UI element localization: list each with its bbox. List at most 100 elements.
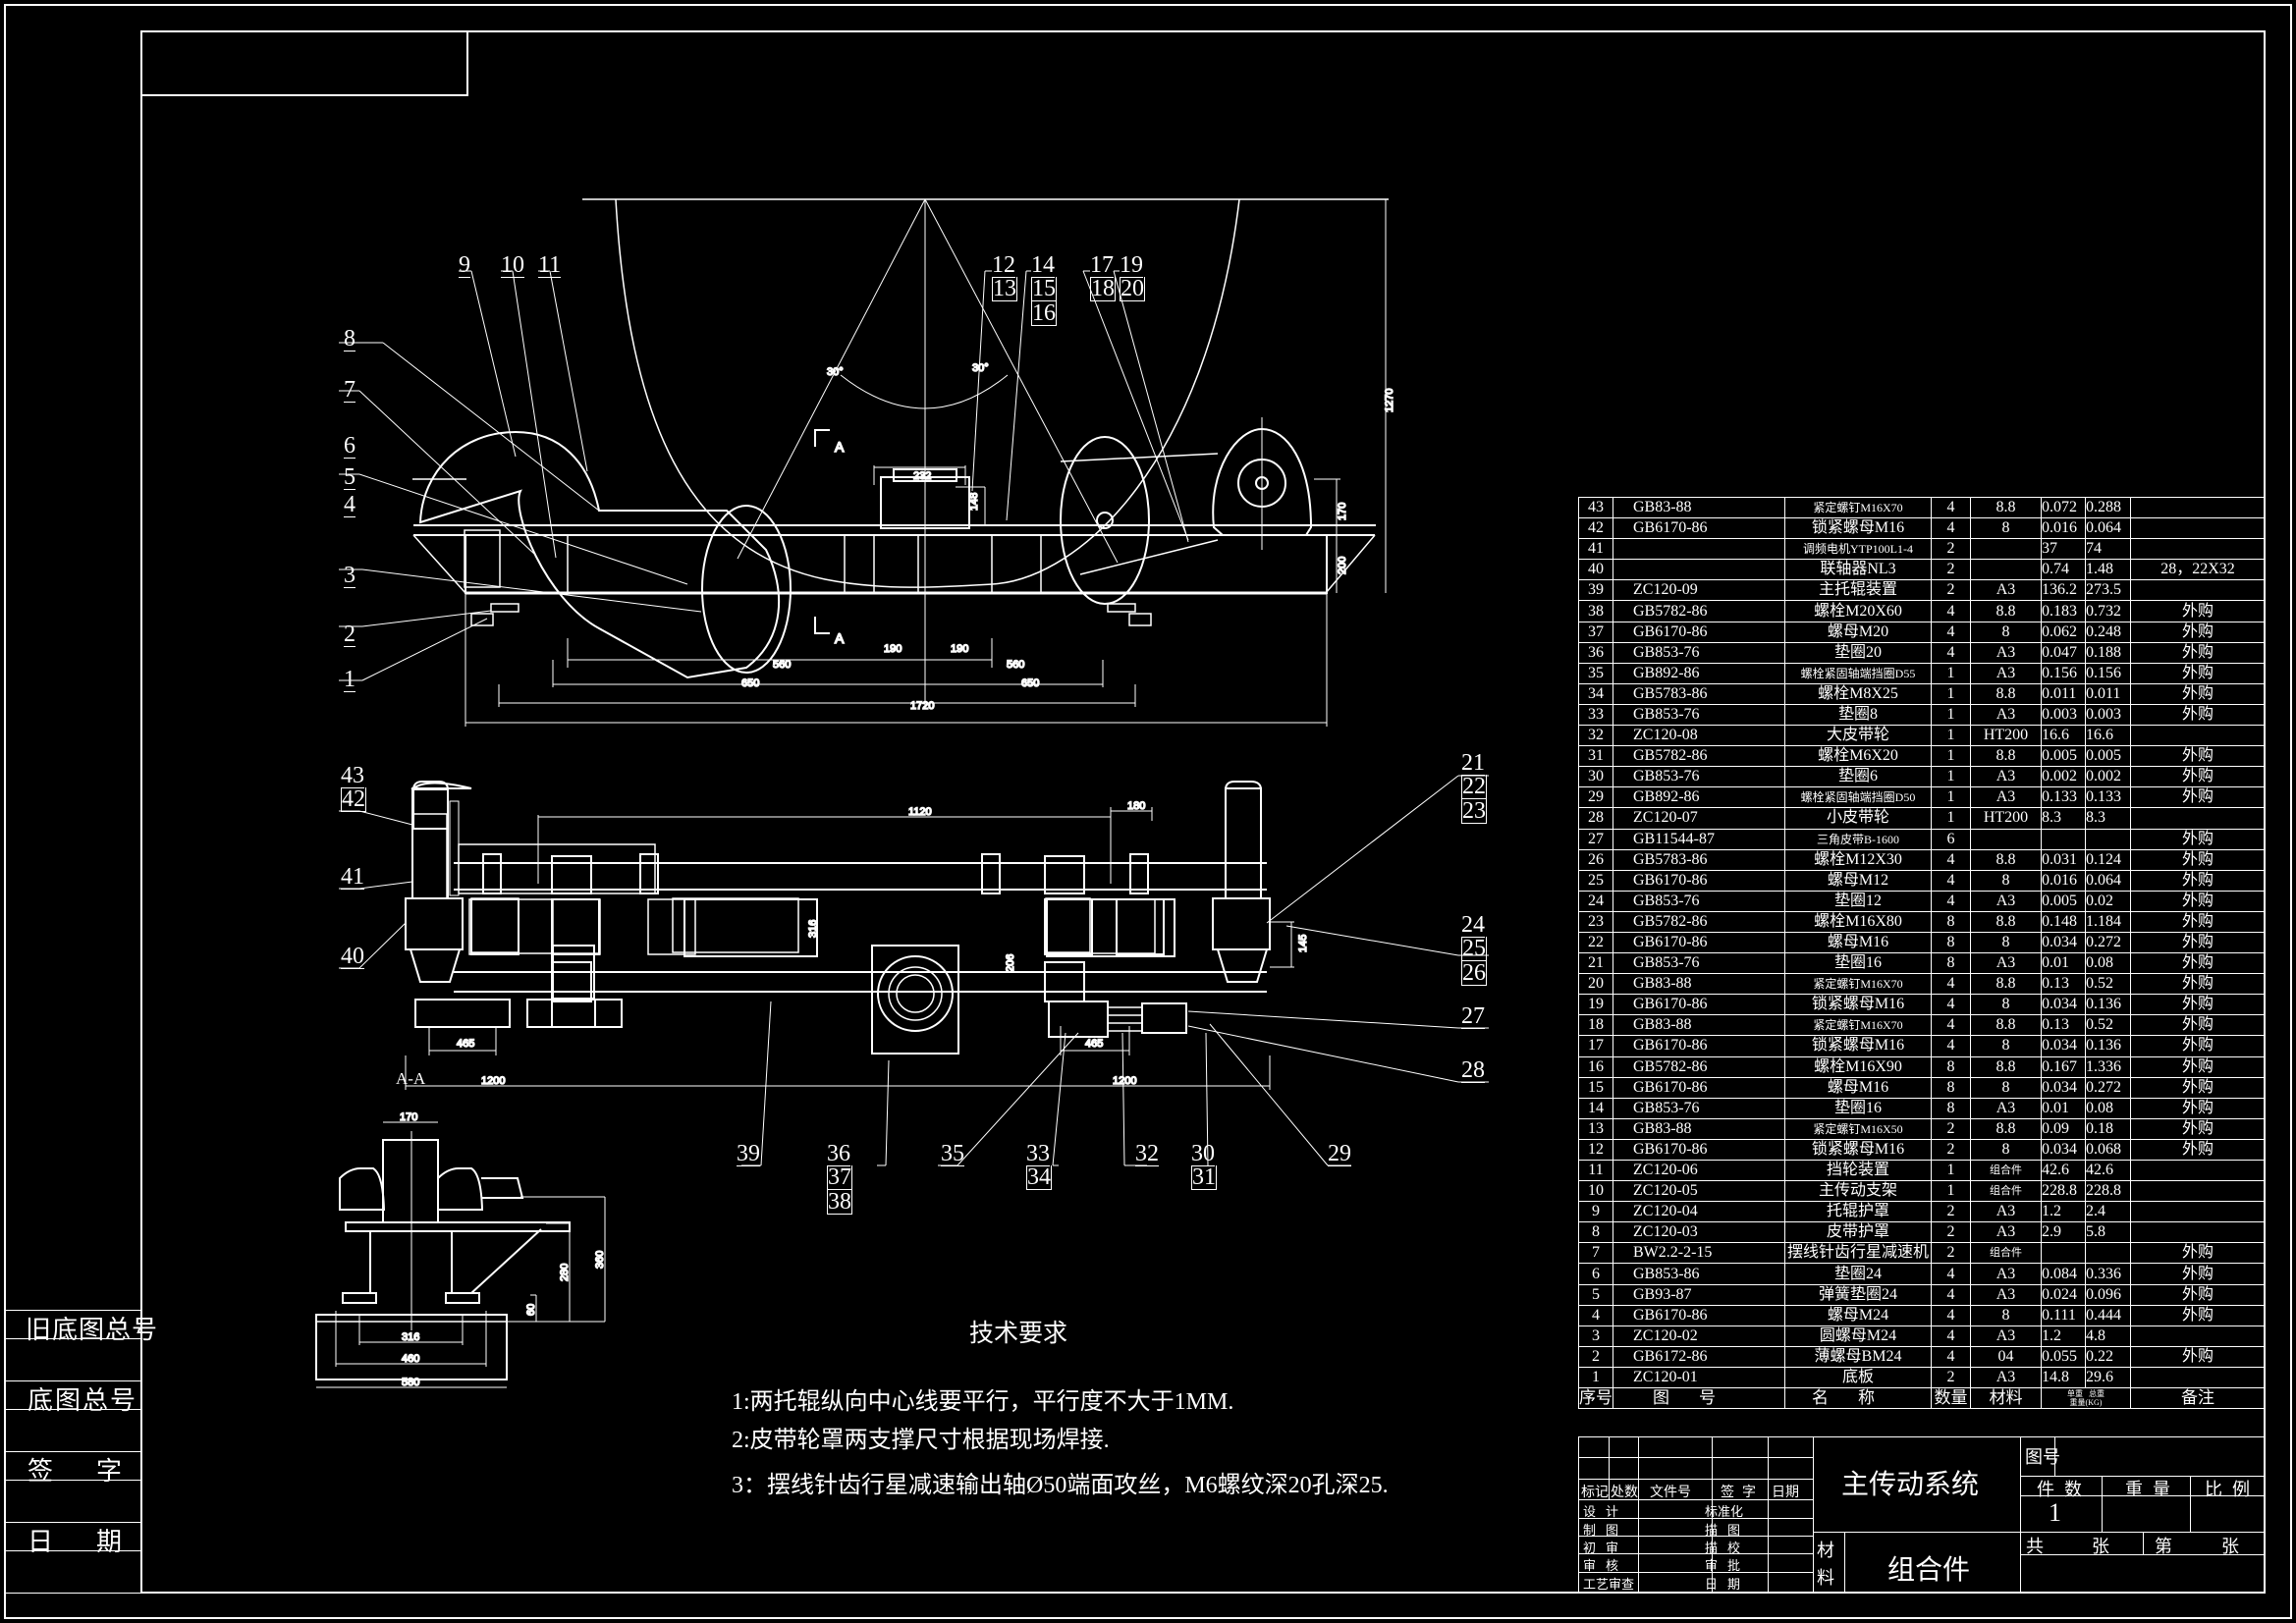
cell-unit: 136.2 [2041,579,2086,602]
cell-remark: 外购 [2130,786,2266,809]
angle-left: 30° [827,366,844,378]
callout-13: 13 [992,276,1017,301]
signoff-trace-check: 描校 [1705,1541,1751,1555]
cell-remark [2130,1366,2266,1389]
cell-remark: 外购 [2130,1097,2266,1119]
cell-mat: 8.8 [1970,600,2042,622]
cell-no: 6 [1578,1263,1613,1285]
cell-unit [2041,1242,2086,1265]
cell-name: 螺栓紧固轴端挡圈D55 [1784,662,1932,684]
cell-unit: 0.047 [2041,641,2086,664]
cell-no: 39 [1578,579,1613,602]
cell-remark: 外购 [2130,1304,2266,1326]
callout-20: 20 [1120,276,1145,301]
cell-code: ZC120-09 [1613,579,1785,602]
cell-code: GB853-76 [1613,703,1785,727]
plan-view [339,775,1489,1166]
parts-list-header: 序号 图号 名称 数量 材料 单重 总重 重量(KG) 备注 [1578,1387,2266,1410]
rev-header-mark: 标记 [1581,1486,1609,1500]
cell-qty: 2 [1931,538,1971,561]
cell-mat: 8.8 [1970,745,2042,768]
callout-35: 35 [941,1141,964,1166]
dim-1200-right: 1200 [1113,1075,1136,1087]
cell-code: GB11544-87 [1613,828,1785,850]
sheets-total-label: 共 [2026,1537,2044,1556]
header-weight: 单重 总重 重量(KG) [2041,1387,2131,1410]
cell-no: 14 [1578,1097,1613,1119]
cell-qty: 4 [1931,600,1971,622]
cell-name: 螺栓M12X30 [1784,848,1932,871]
cell-total: 0.136 [2085,994,2131,1016]
cell-mat: A3 [1970,662,2042,684]
callout-4: 4 [344,492,355,517]
cell-qty: 1 [1931,1180,1971,1203]
cell-total: 4.8 [2085,1325,2131,1347]
cell-total: 74 [2085,538,2131,561]
cell-total: 0.02 [2085,890,2131,912]
cell-no: 11 [1578,1159,1613,1182]
cell-no: 18 [1578,1014,1613,1037]
cell-mat: 8.8 [1970,496,2042,519]
cell-no: 19 [1578,994,1613,1016]
cell-unit: 0.034 [2041,1138,2086,1162]
signoff-process: 工艺审查 [1583,1577,1635,1592]
cell-mat: A3 [1970,1201,2042,1223]
cell-code: GB6170-86 [1613,1138,1785,1162]
cell-remark: 外购 [2130,1345,2266,1368]
cell-qty: 6 [1931,828,1971,850]
cell-no: 42 [1578,517,1613,540]
cell-total: 1.48 [2085,559,2131,581]
cell-total: 0.005 [2085,745,2131,768]
cell-name: 锁紧螺母M16 [1784,994,1932,1016]
cell-name: 螺母M20 [1784,621,1932,643]
cell-qty: 1 [1931,745,1971,768]
cell-name: 三角皮带B-1600 [1784,828,1932,850]
cell-code: GB5782-86 [1613,600,1785,622]
cell-total: 0.22 [2085,1345,2131,1368]
cell-no: 9 [1578,1201,1613,1223]
callout-42: 42 [341,786,366,812]
callout-9: 9 [459,252,470,278]
cell-no: 3 [1578,1325,1613,1347]
callout-28: 28 [1461,1057,1485,1083]
cell-code: GB93-87 [1613,1283,1785,1306]
cell-mat [1970,559,2042,581]
cell-qty: 4 [1931,621,1971,643]
cell-name: 挡轮装置 [1784,1159,1932,1182]
cell-qty: 8 [1931,931,1971,954]
cell-remark: 外购 [2130,952,2266,975]
cell-name: 垫圈24 [1784,1263,1932,1285]
cell-mat: 8 [1970,621,2042,643]
cell-code: GB853-76 [1613,641,1785,664]
cell-code: GB853-76 [1613,766,1785,788]
cell-mat: A3 [1970,786,2042,809]
callout-21: 21 [1461,750,1485,776]
cell-no: 21 [1578,952,1613,975]
cell-mat: 8 [1970,931,2042,954]
dim-190-right: 190 [951,643,968,655]
callout-11: 11 [538,252,562,278]
rev-header-file: 文件号 [1650,1486,1691,1500]
cell-name: 螺栓紧固轴端挡圈D50 [1784,786,1932,809]
cell-code: ZC120-03 [1613,1221,1785,1244]
cell-unit: 0.055 [2041,1345,2086,1368]
cell-unit: 0.183 [2041,600,2086,622]
tech-req-heading: 技术要求 [969,1321,1068,1347]
cell-unit: 0.01 [2041,952,2086,975]
callout-29: 29 [1328,1141,1351,1166]
